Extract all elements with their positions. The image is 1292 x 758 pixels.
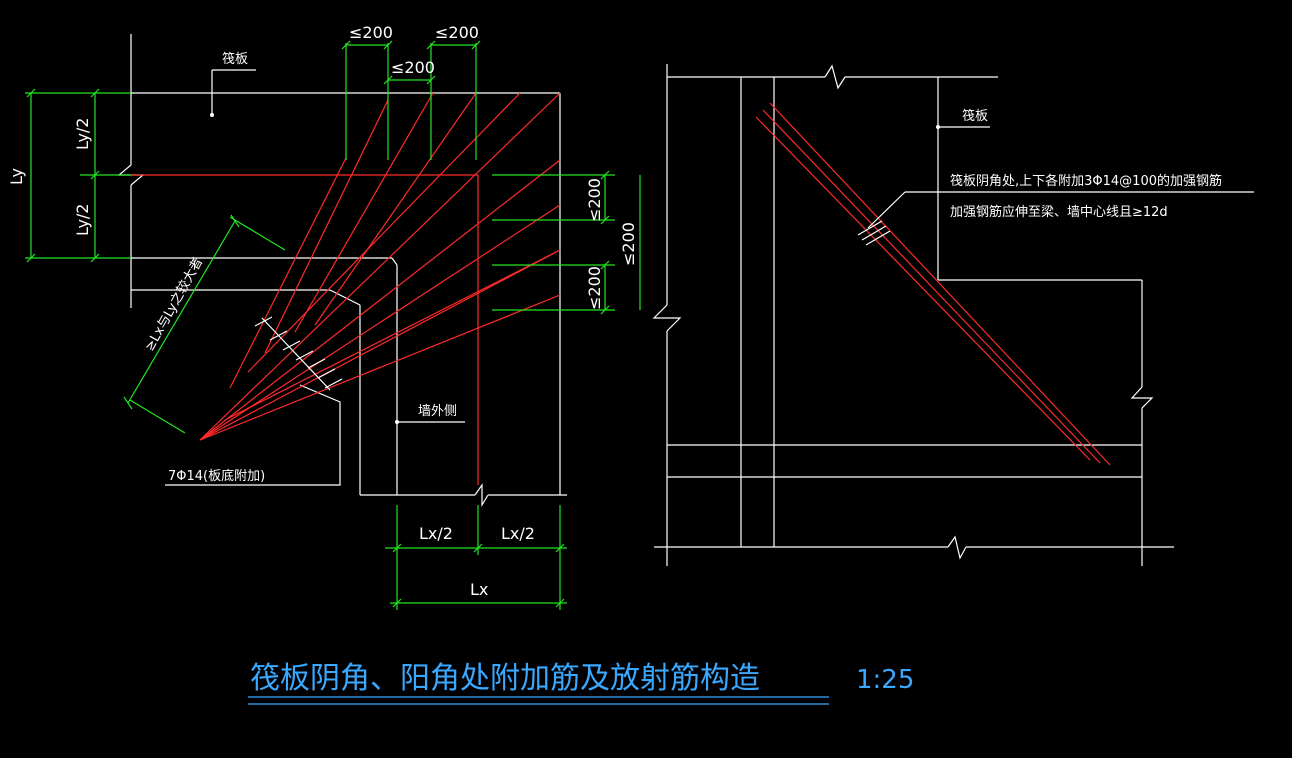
radial-rebar [199, 92, 561, 441]
diag-length-label: ≥Lx与Ly之较大者 [142, 255, 206, 354]
caption-title: 筏板阴角、阳角处附加筋及放射筋构造 [250, 661, 760, 696]
ly-total: Ly [7, 168, 26, 185]
lx-dimensions [385, 505, 567, 610]
right-spacing-upper: ≤200 [585, 178, 604, 222]
lx-half-left: Lx/2 [419, 524, 453, 543]
top-spacing-mid: ≤200 [391, 58, 435, 77]
caption-scale: 1:25 [856, 665, 914, 695]
diagonal-rebar [755, 102, 1111, 466]
wall-outside-label: 墙外侧 [418, 404, 457, 419]
top-spacing-left: ≤200 [349, 23, 393, 42]
right-outline [652, 64, 1174, 566]
bottom-rebar-label: 7Φ14(板底附加) [168, 468, 265, 484]
lx-total: Lx [470, 580, 488, 599]
caption: 筏板阴角、阳角处附加筋及放射筋构造 1:25 [248, 661, 914, 705]
ly-half-upper: Ly/2 [73, 118, 92, 150]
right-dimensions [492, 170, 641, 315]
slab-outline [117, 34, 567, 508]
corner-rebar [131, 174, 479, 485]
raft-label-left: 筏板 [222, 51, 248, 67]
note-line-2: 加强钢筋应伸至梁、墙中心线且≥12d [950, 204, 1168, 220]
wall-outside-leader [395, 420, 465, 424]
lx-half-right: Lx/2 [501, 524, 535, 543]
note-line-1: 筏板阴角处,上下各附加3Φ14@100的加强钢筋 [950, 173, 1222, 189]
bar-ticks [254, 316, 343, 391]
ly-dimensions [25, 88, 131, 263]
note-leader [857, 191, 1254, 246]
raft-label-right: 筏板 [962, 108, 988, 124]
right-spacing-total: ≤200 [619, 222, 638, 266]
diag-dimension [123, 214, 286, 434]
right-spacing-lower: ≤200 [585, 266, 604, 310]
top-spacing-right: ≤200 [435, 23, 479, 42]
ly-half-lower: Ly/2 [73, 204, 92, 236]
raft-label-left-leader [210, 69, 256, 117]
top-dimensions [341, 40, 481, 160]
left-detail: 筏板 墙外侧 7Φ14(板底附加) [7, 23, 641, 610]
right-detail: 筏板 筏板阴角处,上下各附加3Φ14@100的加强钢筋 加强钢筋应伸至梁、墙中心… [652, 64, 1254, 566]
